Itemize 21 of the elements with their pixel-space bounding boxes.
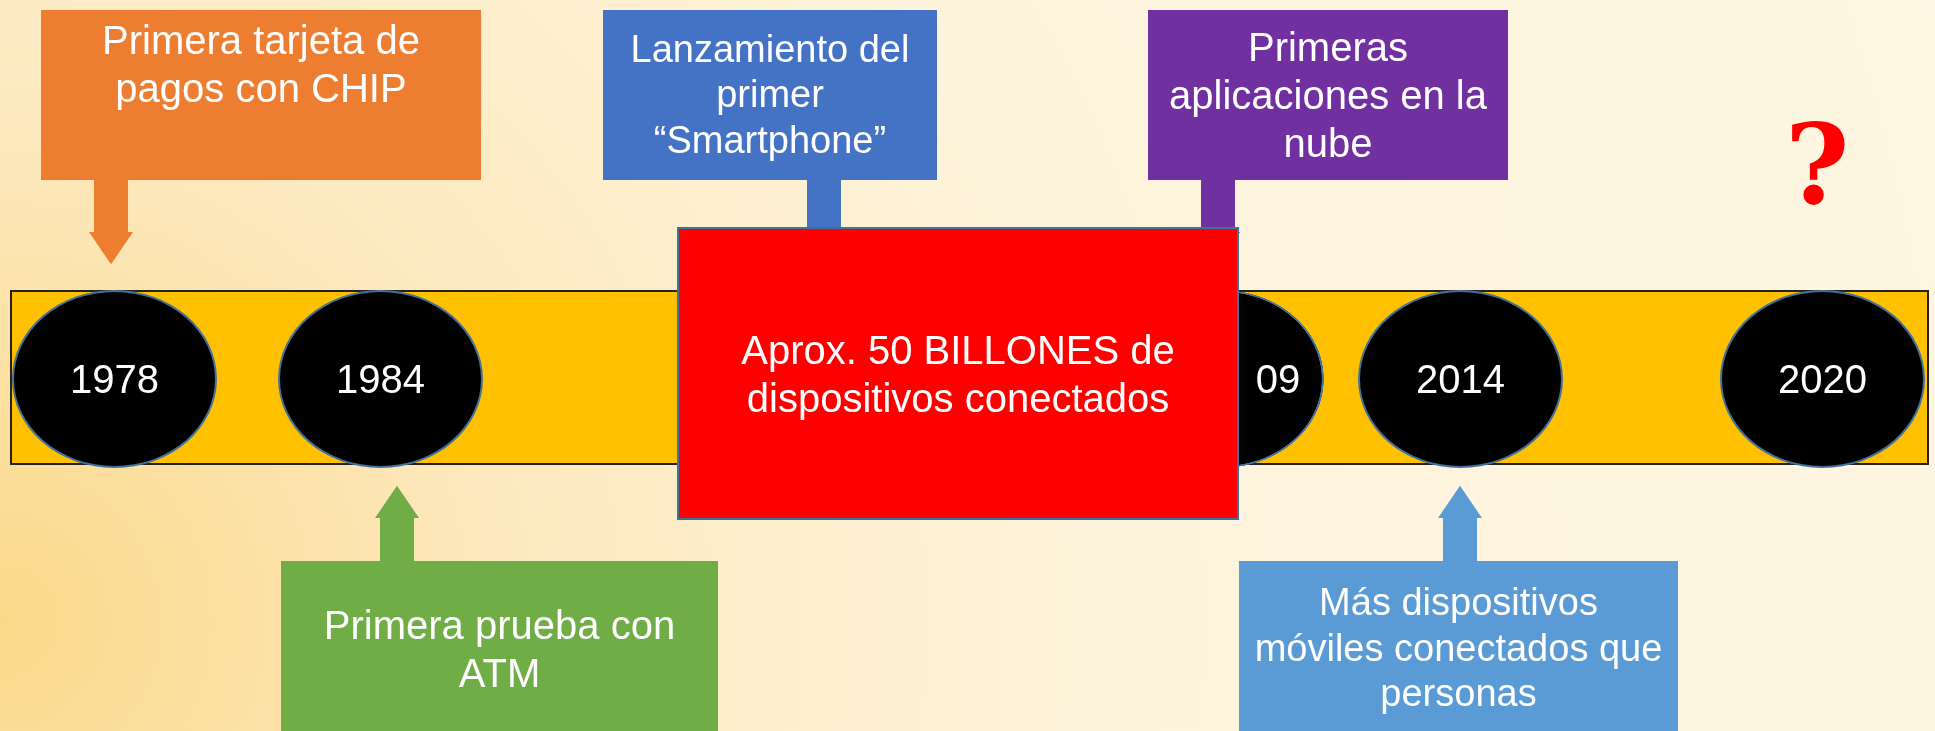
year-label: 1984	[336, 356, 425, 402]
year-label: 09	[1255, 356, 1301, 402]
year-label: 1978	[70, 356, 159, 402]
arrow	[375, 485, 419, 561]
event-box	[1148, 10, 1508, 180]
event-text: Primeras aplicaciones en la nube	[1168, 24, 1488, 167]
event-box	[603, 10, 937, 180]
event-text: Primera prueba con ATM	[322, 601, 677, 697]
event-text: Aprox. 50 BILLONES de dispositivos conectados	[740, 326, 1176, 422]
event-text: Primera tarjeta de pagos con CHIP	[101, 17, 421, 112]
event-text: Lanzamiento del primer “Smartphone”	[629, 26, 911, 163]
year-label: 2020	[1778, 356, 1867, 402]
arrow	[89, 180, 133, 265]
question-mark: ?	[1785, 110, 1850, 220]
event-box	[281, 561, 718, 731]
highlight-box	[677, 227, 1239, 520]
event-box	[41, 10, 481, 180]
event-text: Más dispositivos móviles conectados que personas	[1253, 580, 1664, 717]
arrow	[1438, 485, 1482, 561]
year-label: 2014	[1416, 356, 1505, 402]
event-box	[1239, 561, 1678, 731]
